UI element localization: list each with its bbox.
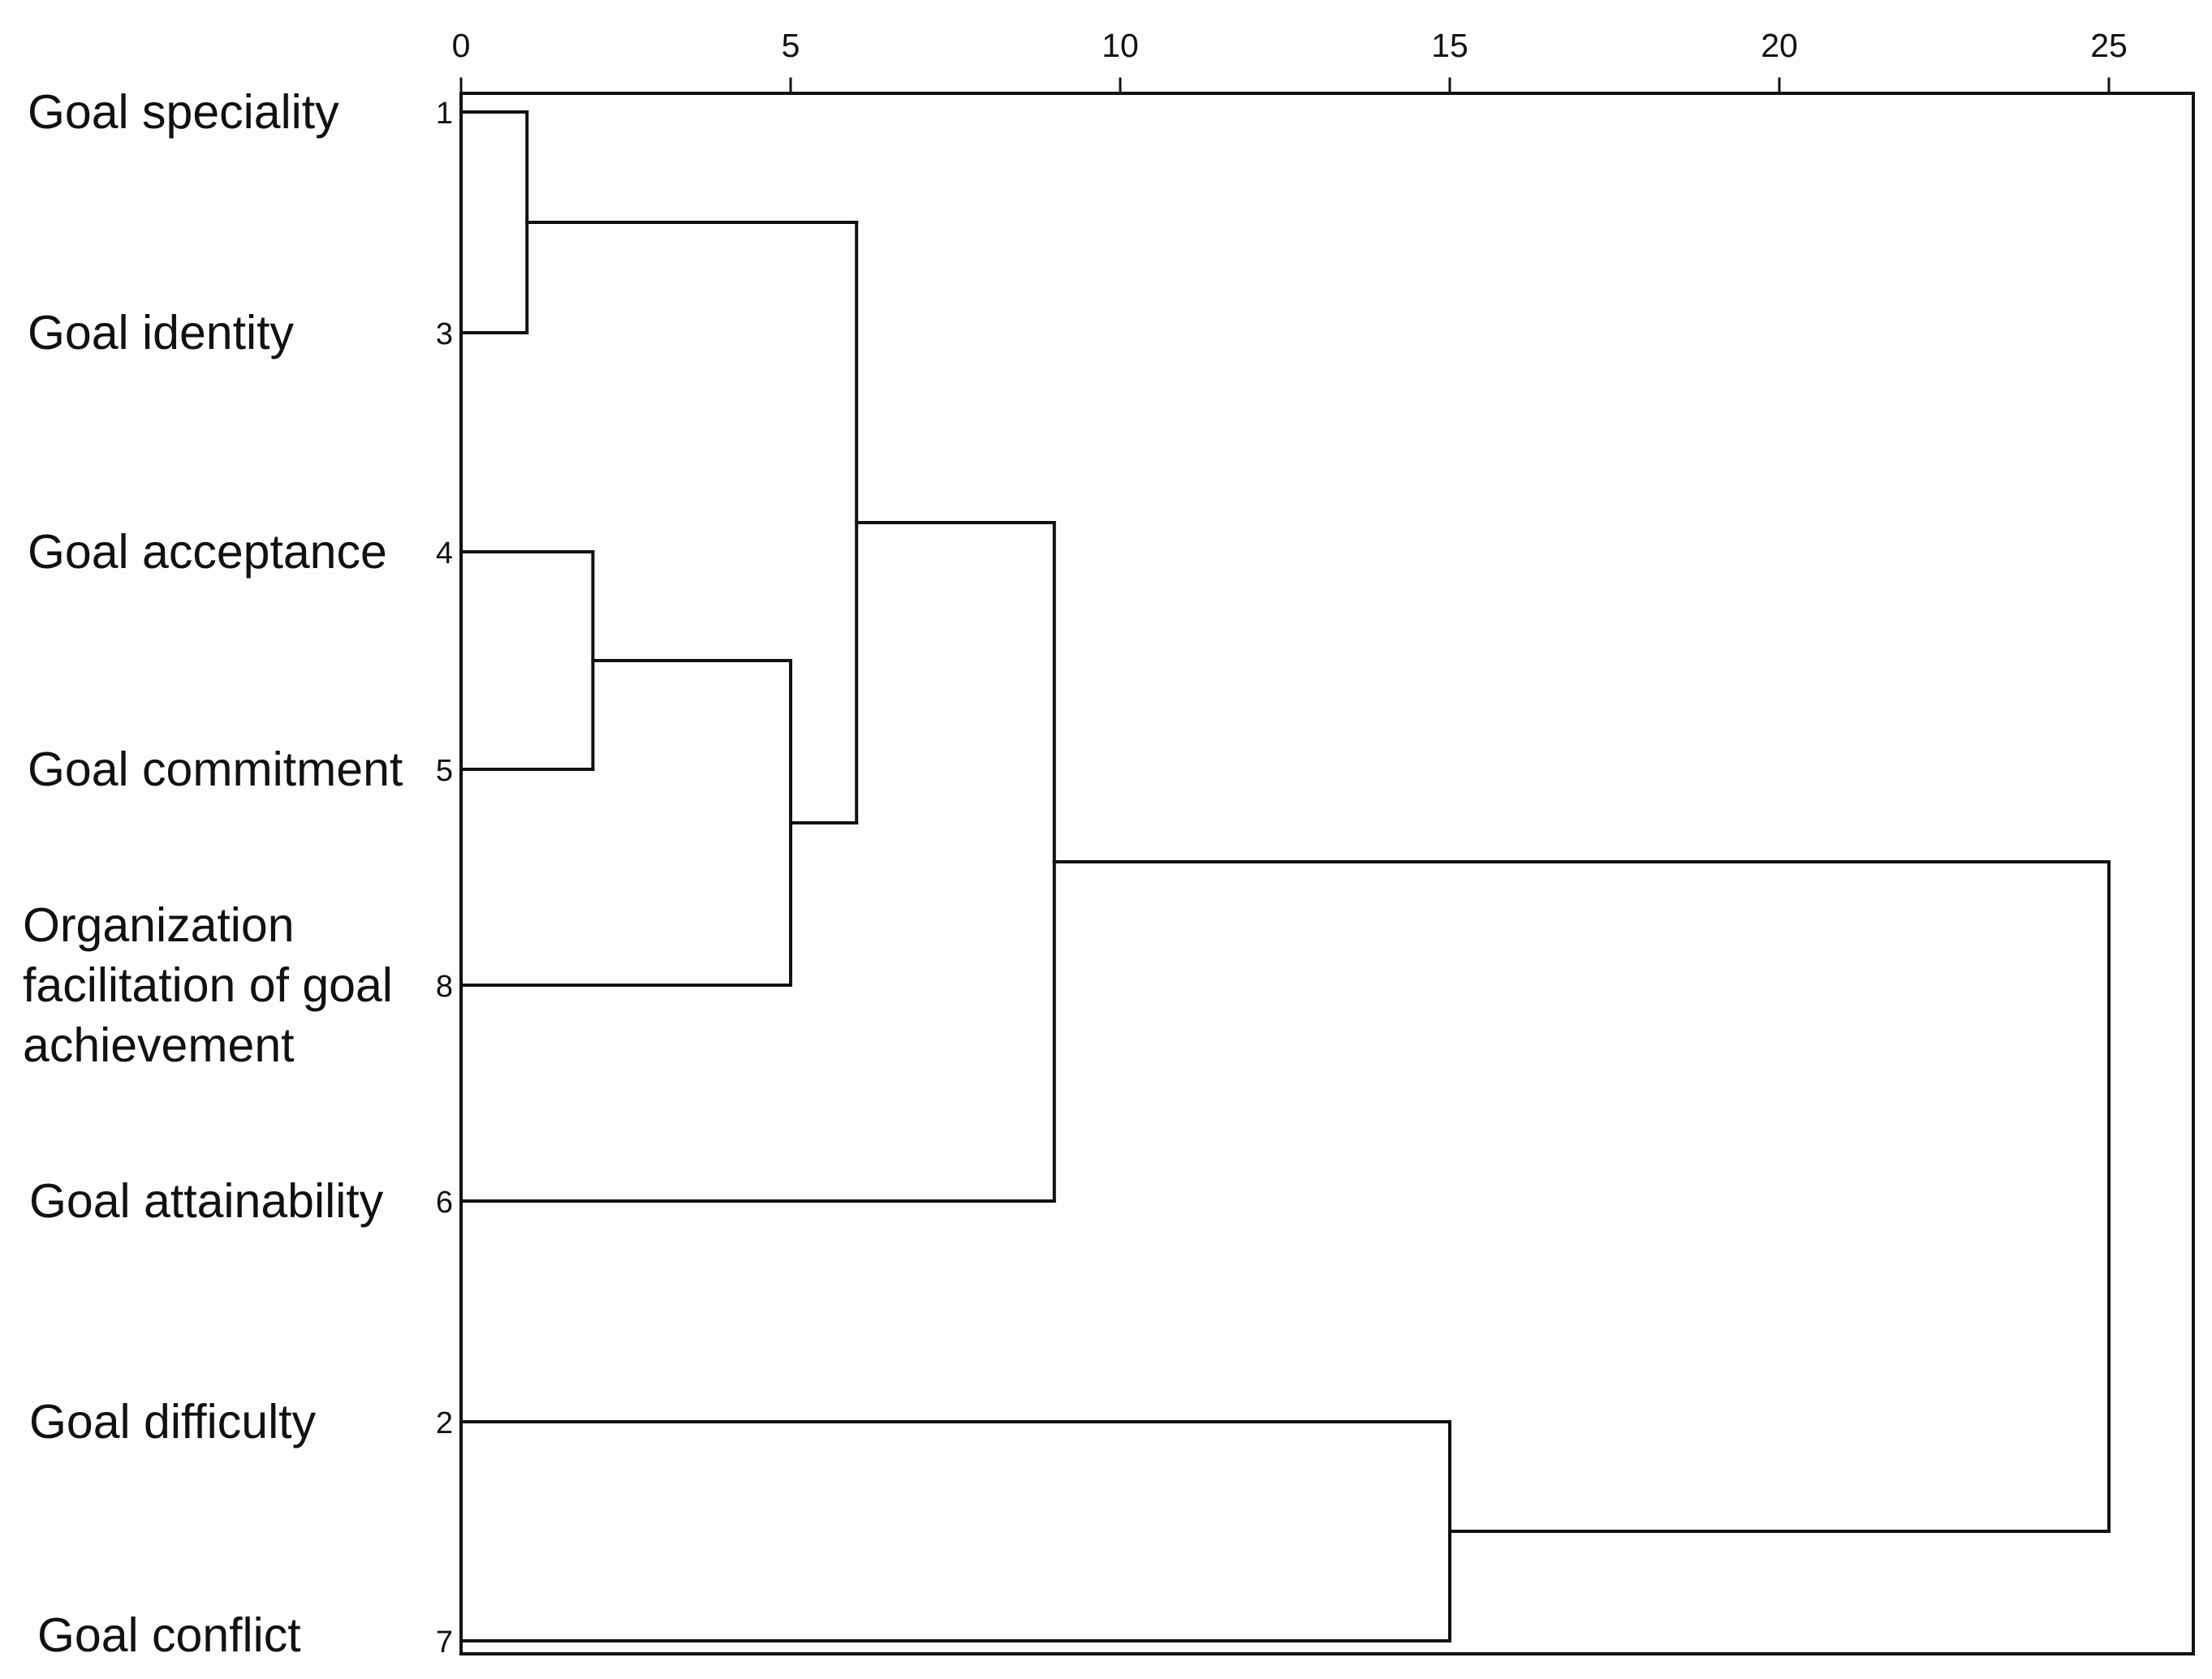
x-axis-ticks: 0 5 10 15 20 25	[452, 27, 2128, 95]
x-tick-label: 0	[452, 27, 471, 64]
item-label: Goal speciality	[28, 85, 339, 139]
item-labels: 1 Goal speciality 3 Goal identity 4 Goal acce…	[23, 85, 453, 1662]
x-tick-label: 25	[2090, 27, 2128, 64]
case-number: 8	[436, 970, 453, 1004]
plot-frame-rect	[459, 92, 2195, 1655]
case-number: 1	[436, 97, 453, 131]
case-number: 5	[436, 754, 453, 788]
item-label: achievement	[23, 1018, 295, 1072]
item-label: facilitation of goal	[23, 958, 393, 1012]
x-tick-label: 10	[1102, 27, 1139, 64]
plot-frame	[459, 92, 2195, 1655]
case-number: 3	[436, 317, 453, 351]
item-label: Goal difficulty	[29, 1395, 317, 1449]
case-number: 4	[436, 536, 453, 570]
item-label: Organization	[23, 898, 295, 952]
dendrogram-links	[459, 110, 2111, 1642]
x-tick-label: 20	[1761, 27, 1798, 64]
x-tick-label: 15	[1431, 27, 1468, 64]
item-label: Goal identity	[28, 306, 294, 359]
case-number: 2	[436, 1406, 453, 1440]
case-number: 6	[436, 1186, 453, 1220]
item-label: Goal commitment	[28, 743, 403, 796]
x-tick-label: 5	[782, 27, 800, 64]
case-number: 7	[436, 1625, 453, 1660]
item-label: Goal acceptance	[28, 525, 387, 579]
item-label: Goal attainability	[29, 1174, 384, 1228]
item-label: Goal conflict	[37, 1608, 301, 1662]
